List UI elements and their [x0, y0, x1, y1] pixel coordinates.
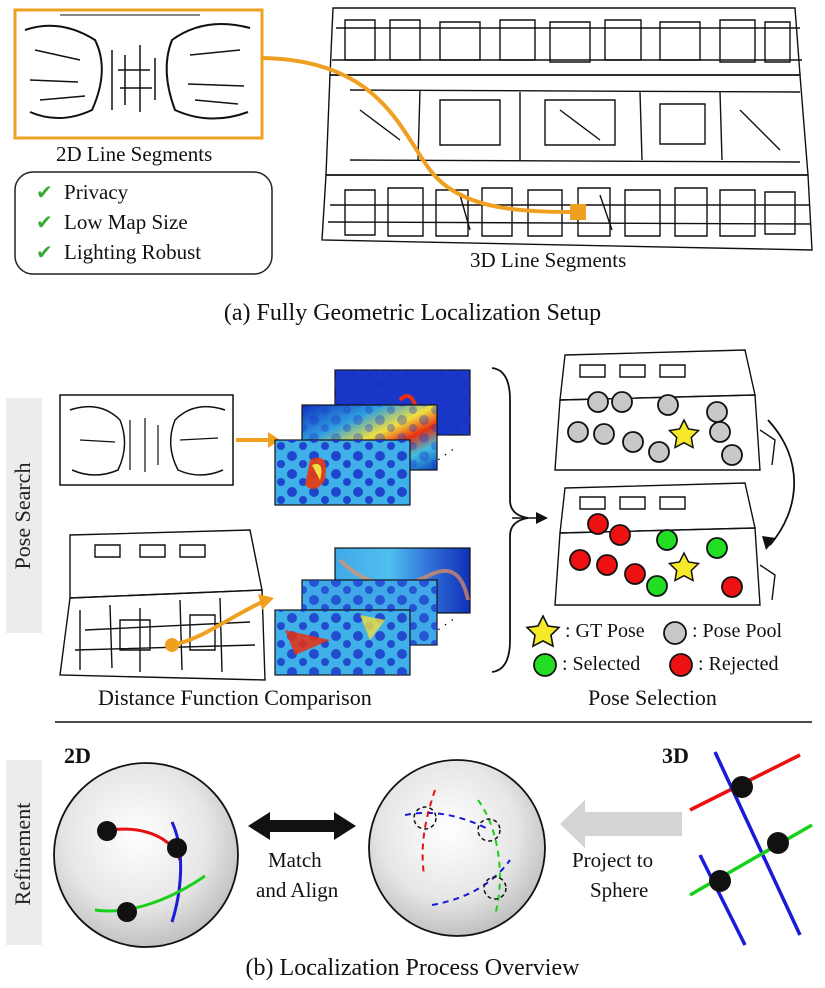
refinement-band [6, 760, 42, 945]
check-icon: ✔ [36, 182, 53, 204]
label-3d-line-segments: 3D Line Segments [470, 248, 627, 272]
benefit-label: Privacy [64, 180, 129, 204]
benefit-item: ✔ Privacy [36, 180, 201, 210]
benefits-box [14, 171, 273, 275]
legend-selected: : Selected [562, 653, 641, 675]
refinement-label: Refinement [10, 802, 35, 906]
pose-search-building [59, 529, 266, 681]
heatmap-stack-2d [274, 369, 471, 506]
grouping-brace [491, 367, 529, 673]
legend-green-circle-icon [533, 653, 557, 677]
caption-pose-selection: Pose Selection [588, 685, 717, 710]
heatmap-stack-3d [274, 547, 471, 676]
correspondence-arrow [261, 56, 586, 220]
pose-pool-building [554, 349, 776, 471]
label-2d: 2D [64, 743, 91, 768]
building-to-heatmap-arrow [171, 600, 263, 647]
label-3d: 3D [662, 743, 689, 768]
pose-search-label: Pose Search [10, 462, 35, 570]
legend-gray-circle-icon [663, 621, 687, 645]
benefits-list: ✔ Privacy ✔ Low Map Size ✔ Lighting Robu… [36, 180, 201, 270]
label-2d-line-segments: 2D Line Segments [56, 142, 213, 166]
project-arrow [560, 800, 682, 848]
pose-selection-building [554, 482, 776, 606]
sphere-projected [368, 759, 546, 937]
building-3d-map [321, 7, 813, 251]
legend-rejected: : Rejected [698, 653, 779, 675]
benefit-label: Lighting Robust [64, 240, 202, 264]
legend-gt-pose: : GT Pose [565, 620, 645, 642]
check-icon: ✔ [36, 242, 53, 264]
benefit-label: Low Map Size [64, 210, 188, 234]
match-text-1: Match [268, 848, 322, 872]
project-text-1: Project to [572, 848, 654, 872]
caption-b: (b) Localization Process Overview [245, 955, 580, 981]
benefit-item: ✔ Low Map Size [36, 210, 201, 240]
project-text-2: Sphere [590, 878, 649, 902]
match-text-2: and Align [256, 878, 339, 902]
sphere-2d [53, 762, 239, 948]
legend-symbols [525, 614, 693, 677]
legend-red-circle-icon [669, 653, 693, 677]
pose-search-panorama [59, 394, 234, 486]
lines-3d [689, 751, 813, 946]
legend-pose-pool: : Pose Pool [692, 620, 783, 642]
benefit-item: ✔ Lighting Robust [36, 240, 201, 270]
legend-star-icon [525, 614, 561, 648]
panorama-2d-image [13, 8, 264, 140]
check-icon: ✔ [36, 212, 53, 234]
caption-distance-function: Distance Function Comparison [98, 685, 372, 710]
caption-a: (a) Fully Geometric Localization Setup [223, 300, 602, 326]
pose-search-band [6, 398, 42, 633]
selection-arrow [767, 419, 795, 546]
match-double-arrow [248, 812, 356, 840]
